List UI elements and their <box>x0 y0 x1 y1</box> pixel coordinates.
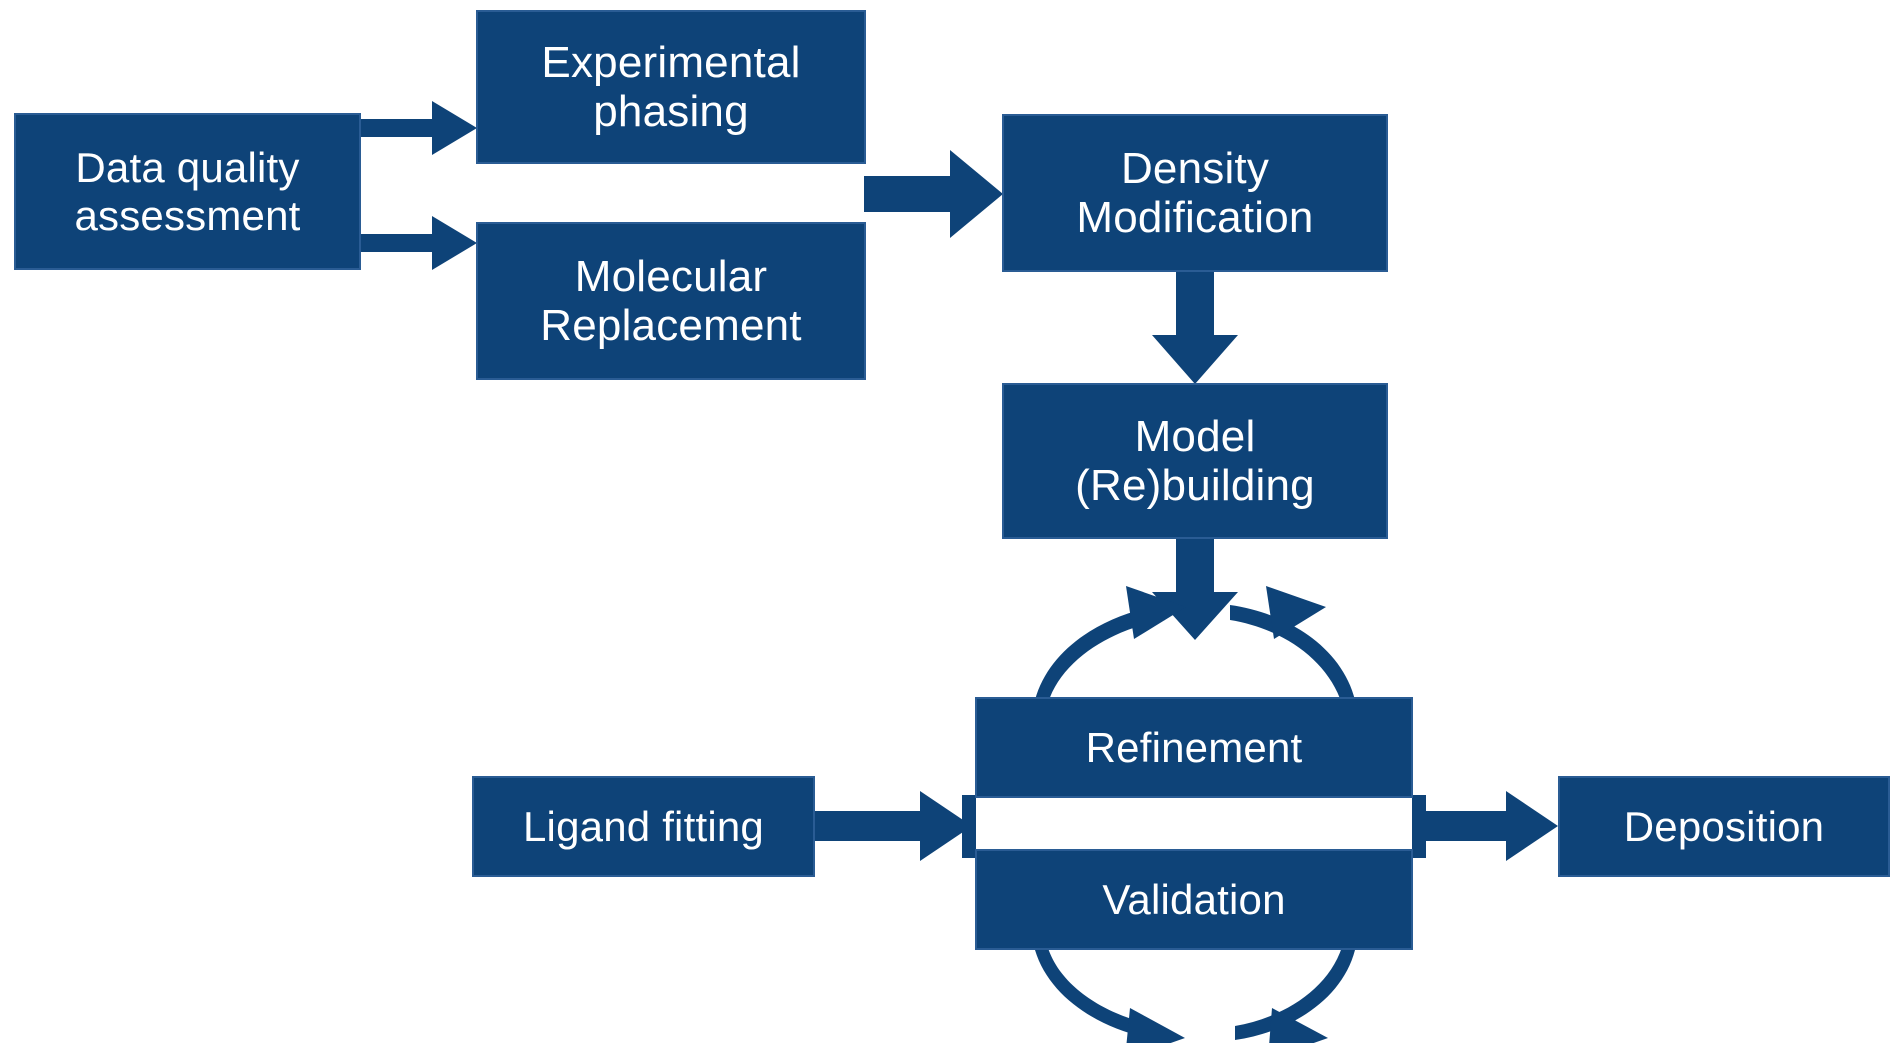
arrow-ligand-fitting-to-cycle <box>813 791 972 861</box>
node-data-quality-assessment[interactable]: Data quality assessment <box>14 113 361 270</box>
node-deposition[interactable]: Deposition <box>1558 776 1890 877</box>
node-density-modification[interactable]: Density Modification <box>1002 114 1388 272</box>
node-label-data-quality-assessment: Data quality assessment <box>74 144 301 239</box>
node-label-validation: Validation <box>1102 875 1286 923</box>
arrow-dq-to-molecular-replacement <box>357 216 477 270</box>
arrow-density-modification-to-model-rebuilding <box>1152 272 1238 384</box>
arrow-cycle-to-deposition <box>1412 791 1558 861</box>
arrow-dq-to-experimental-phasing <box>357 101 477 155</box>
cycle-arc-bottom <box>1035 947 1355 1043</box>
node-label-deposition: Deposition <box>1623 802 1825 850</box>
node-molecular-replacement[interactable]: Molecular Replacement <box>476 222 866 380</box>
arrow-phasing-to-density-modification <box>864 150 1003 238</box>
node-validation[interactable]: Validation <box>975 849 1413 950</box>
node-experimental-phasing[interactable]: Experimental phasing <box>476 10 866 164</box>
node-model-rebuilding[interactable]: Model (Re)building <box>1002 383 1388 539</box>
node-label-refinement: Refinement <box>1085 723 1303 771</box>
node-label-experimental-phasing: Experimental phasing <box>541 37 801 136</box>
node-label-density-modification: Density Modification <box>1076 143 1314 242</box>
node-label-ligand-fitting: Ligand fitting <box>523 802 764 850</box>
node-label-model-rebuilding: Model (Re)building <box>1075 411 1315 510</box>
node-label-molecular-replacement: Molecular Replacement <box>540 251 802 350</box>
arrow-model-rebuilding-to-cycle <box>1152 539 1238 640</box>
node-ligand-fitting[interactable]: Ligand fitting <box>472 776 815 877</box>
node-refinement[interactable]: Refinement <box>975 697 1413 798</box>
cycle-arc-top <box>1035 586 1355 704</box>
